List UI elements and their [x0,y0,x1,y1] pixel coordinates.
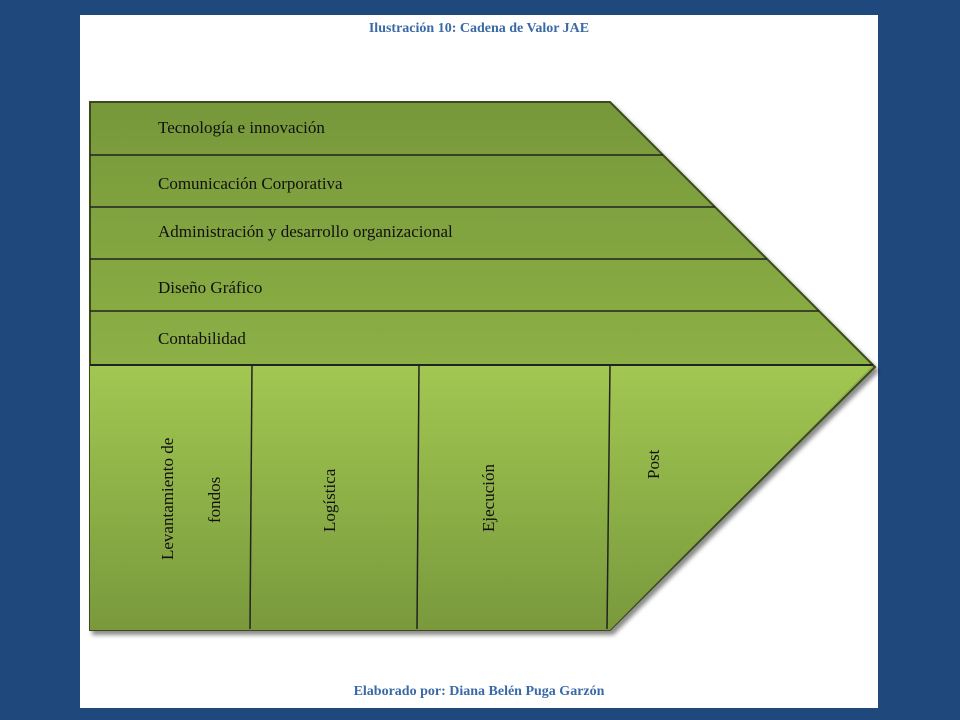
primary-activities-region [90,365,873,630]
figure-panel: Ilustración 10: Cadena de Valor JAE [80,15,878,708]
support-activity-label: Administración y desarrollo organizacion… [158,222,453,241]
primary-activity-label: Ejecución [479,464,498,532]
support-activity-label: Contabilidad [158,329,246,348]
primary-activity-label: Levantamiento de [158,438,177,560]
primary-activity-label: fondos [205,477,224,523]
column-divider [606,364,611,630]
primary-activity-label: Logística [320,468,339,532]
support-activity-label: Tecnología e innovación [158,118,325,137]
column-divider [249,364,253,630]
column-divider [416,364,420,630]
value-chain-diagram: Tecnología e innovación Comunicación Cor… [89,101,877,631]
primary-activity-label: Post [644,449,663,479]
support-activity-label: Comunicación Corporativa [158,174,343,193]
figure-author-credit: Elaborado por: Diana Belén Puga Garzón [353,684,605,699]
support-activity-label: Diseño Gráfico [158,278,262,297]
figure-title: Ilustración 10: Cadena de Valor JAE [368,21,590,36]
